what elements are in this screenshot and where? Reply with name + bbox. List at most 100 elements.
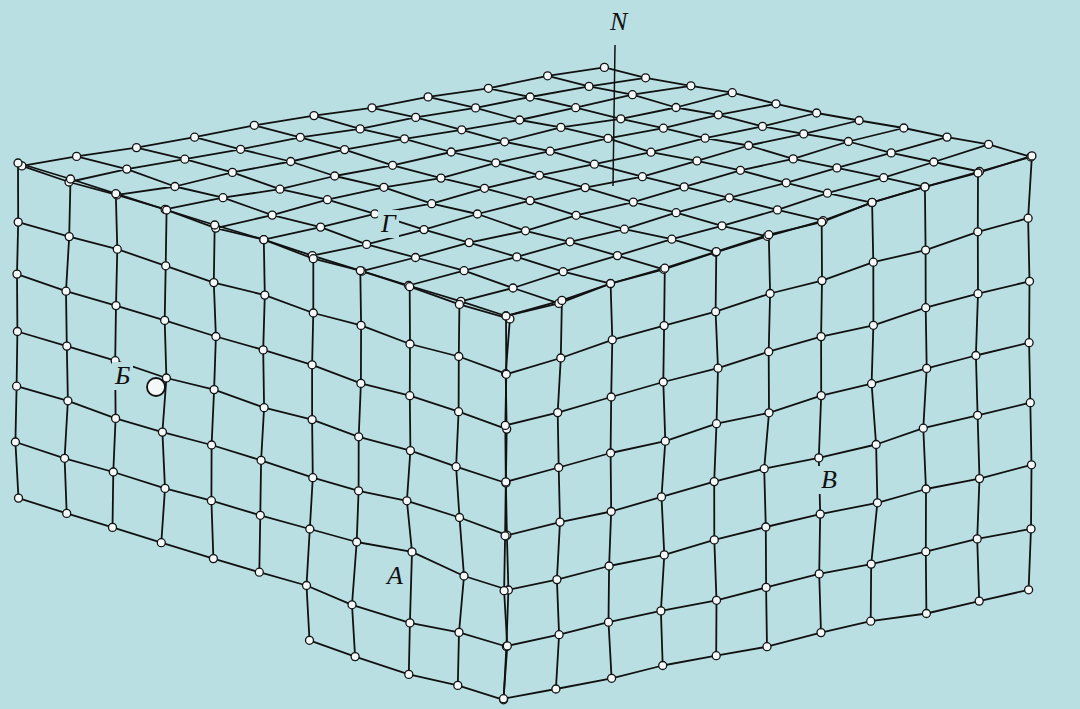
atom — [502, 370, 510, 378]
atom — [356, 267, 364, 275]
atom — [762, 523, 770, 531]
atom — [873, 499, 881, 507]
atom — [800, 130, 808, 138]
atom — [296, 133, 304, 141]
atom — [714, 364, 722, 372]
atom — [833, 164, 841, 172]
atom — [713, 420, 721, 428]
atom — [613, 252, 621, 260]
atom — [972, 352, 980, 360]
atom — [133, 144, 141, 152]
atom — [405, 670, 413, 678]
atom — [13, 382, 21, 390]
atom — [668, 235, 676, 243]
atom — [502, 312, 510, 320]
atom — [481, 184, 489, 192]
atom — [772, 100, 780, 108]
atom — [357, 379, 365, 387]
atom — [454, 681, 462, 689]
atom — [412, 113, 420, 121]
atom — [553, 576, 561, 584]
atom — [503, 642, 511, 650]
atom — [353, 538, 361, 546]
lattice-atoms — [11, 63, 1036, 703]
atom — [760, 465, 768, 473]
atom — [817, 333, 825, 341]
atom — [455, 628, 463, 636]
atom — [642, 74, 650, 82]
atom — [974, 169, 982, 177]
atom — [607, 449, 615, 457]
atom — [590, 160, 598, 168]
atom — [710, 536, 718, 544]
atom — [465, 239, 473, 247]
atom — [161, 316, 169, 324]
atom — [308, 361, 316, 369]
atom — [456, 514, 464, 522]
atom — [660, 322, 668, 330]
atom — [763, 643, 771, 651]
atom — [406, 619, 414, 627]
atom — [309, 309, 317, 317]
atom — [341, 146, 349, 154]
atom — [617, 115, 625, 123]
atom — [368, 104, 376, 112]
bond-grid — [15, 163, 510, 700]
atom — [455, 300, 463, 308]
atom — [303, 582, 311, 590]
atom — [658, 493, 666, 501]
atom — [629, 198, 637, 206]
atom — [661, 264, 669, 272]
atom — [728, 89, 736, 97]
atom — [237, 145, 245, 153]
atom — [922, 246, 930, 254]
atom — [437, 174, 445, 182]
atom — [813, 109, 821, 117]
atom — [930, 158, 938, 166]
atom — [823, 189, 831, 197]
atom — [492, 159, 500, 167]
atom — [620, 225, 628, 233]
atom — [867, 617, 875, 625]
atom — [647, 148, 655, 156]
atom — [660, 551, 668, 559]
atom — [816, 510, 824, 518]
atom — [887, 149, 895, 157]
atom — [502, 370, 510, 378]
atom — [765, 409, 773, 417]
atom — [460, 267, 468, 275]
atom — [974, 228, 982, 236]
atom — [552, 685, 560, 693]
atom — [1028, 461, 1036, 469]
atom — [509, 284, 517, 292]
atom — [62, 287, 70, 295]
atom — [922, 548, 930, 556]
atom — [228, 168, 236, 176]
atom — [455, 408, 463, 416]
atom — [363, 240, 371, 248]
atom — [112, 414, 120, 422]
normal-axis — [613, 45, 615, 186]
atom — [309, 474, 317, 482]
atom — [250, 121, 258, 129]
atom — [974, 411, 982, 419]
atom — [522, 227, 530, 235]
atom — [63, 509, 71, 517]
atom — [817, 392, 825, 400]
atom — [406, 392, 414, 400]
atom — [605, 562, 613, 570]
atom — [113, 245, 121, 253]
atom — [546, 147, 554, 155]
atom — [308, 416, 316, 424]
atom — [659, 378, 667, 386]
atom — [323, 196, 331, 204]
atom — [921, 183, 929, 191]
atom — [1026, 277, 1034, 285]
atom — [255, 568, 263, 576]
atom — [408, 548, 416, 556]
atom — [659, 662, 667, 670]
atom — [765, 348, 773, 356]
atom — [604, 134, 612, 142]
atom — [922, 304, 930, 312]
